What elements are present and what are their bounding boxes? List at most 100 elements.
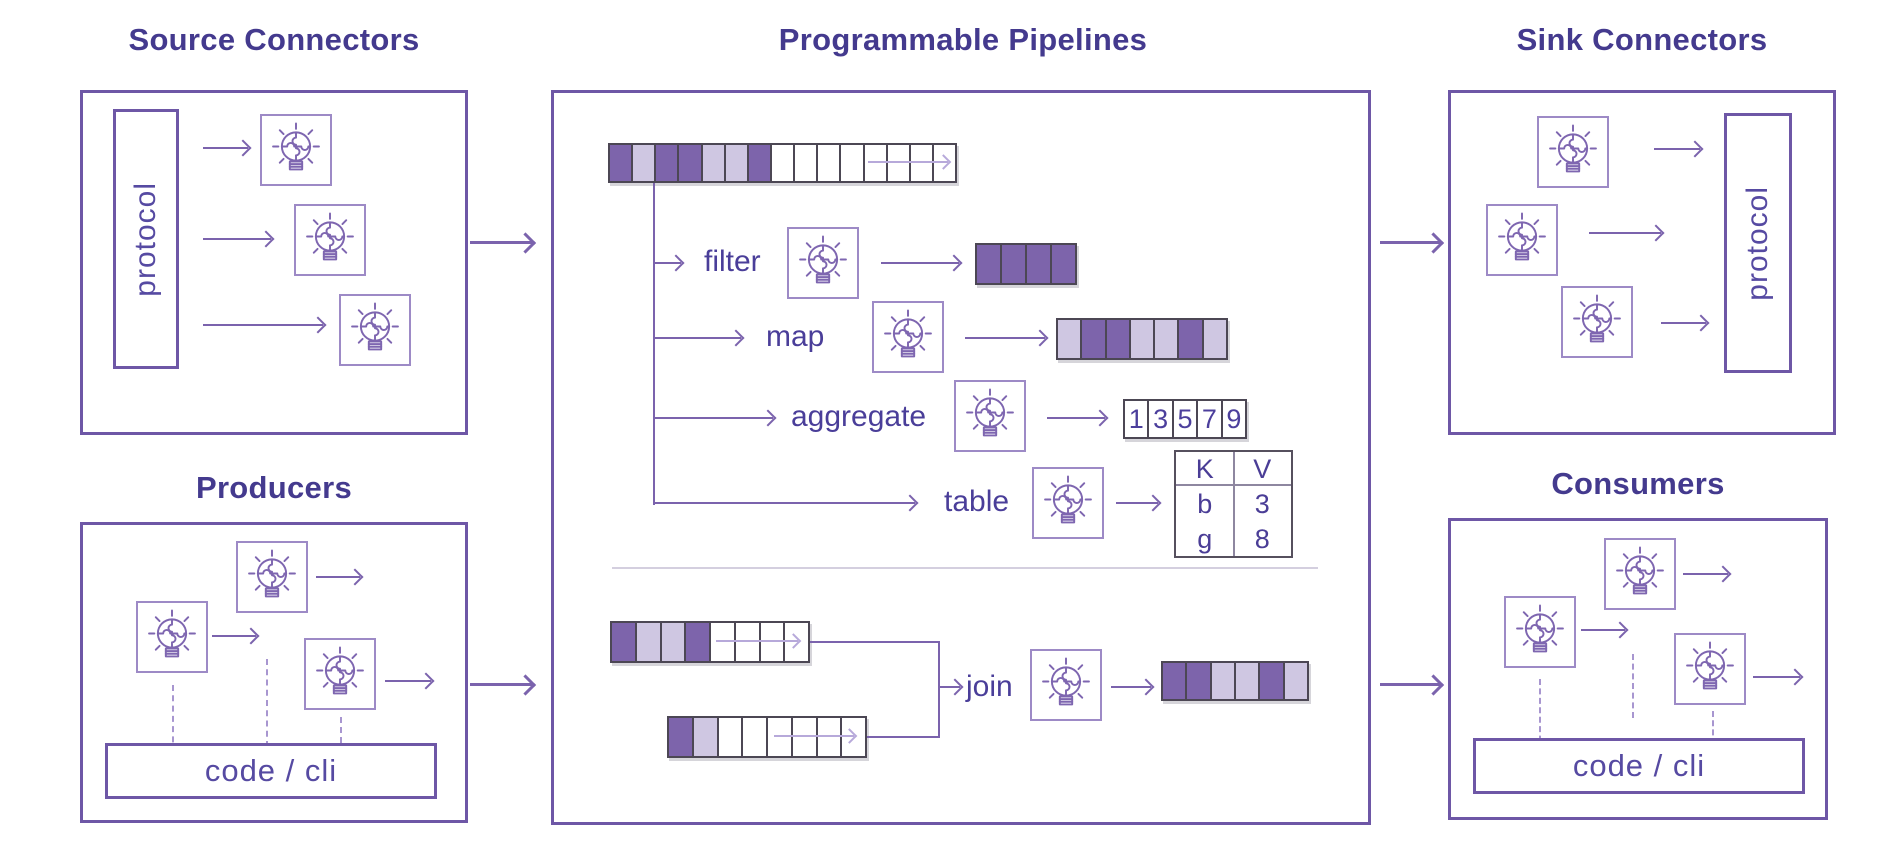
stream-bar-join-output xyxy=(1161,661,1309,701)
value-cell: 1 xyxy=(1125,401,1148,437)
arrow-right-icon xyxy=(1581,629,1625,631)
arrow-right-icon xyxy=(1111,686,1151,688)
join-connector-line xyxy=(867,736,940,738)
arrow-right-icon xyxy=(1380,241,1440,244)
stream-cell-light xyxy=(659,623,685,661)
arrow-right-icon xyxy=(316,576,360,578)
kv-row-key: g xyxy=(1197,523,1213,554)
protocol-box: protocol xyxy=(1724,113,1792,373)
title-source-connectors: Source Connectors xyxy=(128,22,420,57)
stream-cell-white xyxy=(839,145,863,181)
code-cli-label: code / cli xyxy=(1572,748,1706,783)
stream-cell-dark xyxy=(610,145,632,181)
stream-cell-white xyxy=(741,718,766,756)
title-producers: Producers xyxy=(195,470,353,505)
stream-cell-dark xyxy=(1185,663,1210,699)
stream-cell-light xyxy=(1128,320,1154,358)
arrow-right-icon xyxy=(212,635,256,637)
lightbulb-puzzle-icon xyxy=(1504,596,1576,668)
kv-table: K V b 3 g 8 xyxy=(1174,450,1293,558)
arrow-right-icon xyxy=(203,324,323,326)
stream-cell-white xyxy=(885,145,909,181)
value-cell: 7 xyxy=(1196,401,1221,437)
kv-header-divider xyxy=(1176,484,1291,486)
value-cell: 5 xyxy=(1171,401,1197,437)
stream-cell-white xyxy=(862,145,886,181)
producers-box: code / cli xyxy=(80,522,468,823)
lightbulb-puzzle-icon xyxy=(1537,116,1609,188)
stream-cell-white xyxy=(733,623,759,661)
stream-cell-white xyxy=(793,145,817,181)
dashed-connector xyxy=(1712,711,1714,763)
title-programmable-pipelines: Programmable Pipelines xyxy=(778,22,1148,57)
lightbulb-puzzle-icon xyxy=(294,204,366,276)
join-label: join xyxy=(966,670,1013,703)
lightbulb-puzzle-icon xyxy=(872,301,944,373)
arrow-right-icon xyxy=(1380,683,1440,686)
stream-cell-dark xyxy=(654,145,678,181)
lightbulb-puzzle-icon xyxy=(1030,649,1102,721)
kv-row-value: 3 xyxy=(1254,488,1270,519)
stream-cell-dark xyxy=(1177,320,1202,358)
stream-cell-white xyxy=(709,623,734,661)
stream-cell-dark xyxy=(1050,245,1075,283)
branch-trunk-line xyxy=(653,183,655,505)
stream-cell-light xyxy=(700,145,724,181)
arrow-right-icon xyxy=(653,502,915,504)
stream-cell-white xyxy=(816,145,840,181)
stream-bar-filter-output xyxy=(975,243,1077,285)
code-cli-box: code / cli xyxy=(1473,738,1805,794)
sink-connectors-box: protocol xyxy=(1448,90,1836,435)
kv-column-divider xyxy=(1232,452,1235,556)
arrow-right-icon xyxy=(965,337,1045,339)
consumers-box: code / cli xyxy=(1448,518,1828,820)
aggregate-label: aggregate xyxy=(791,400,927,433)
arrow-right-icon xyxy=(203,147,248,149)
stream-cell-light xyxy=(631,145,655,181)
arrow-right-icon xyxy=(1683,573,1728,575)
stream-cell-light xyxy=(1201,320,1226,358)
stream-cell-white xyxy=(758,623,784,661)
title-sink-connectors: Sink Connectors xyxy=(1516,22,1768,57)
lightbulb-puzzle-icon xyxy=(339,294,411,366)
dashed-connector xyxy=(266,659,268,747)
lightbulb-puzzle-icon xyxy=(1604,538,1676,610)
lightbulb-puzzle-icon xyxy=(787,227,859,299)
lightbulb-puzzle-icon xyxy=(304,638,376,710)
arrow-right-icon xyxy=(385,680,431,682)
lightbulb-puzzle-icon xyxy=(1032,467,1104,539)
stream-bar-input xyxy=(608,143,957,183)
kv-header-key: K xyxy=(1195,453,1214,484)
kv-row-value: 8 xyxy=(1254,523,1270,554)
arrow-right-icon xyxy=(470,683,532,686)
arrow-right-icon xyxy=(1654,148,1700,150)
kv-row-key: b xyxy=(1197,488,1213,519)
stream-cell-light xyxy=(1282,663,1307,699)
stream-cell-dark xyxy=(669,718,692,756)
stream-cell-dark xyxy=(684,623,709,661)
arrow-right-icon xyxy=(1661,322,1706,324)
stream-cell-white xyxy=(766,718,791,756)
stream-cell-light xyxy=(1153,320,1178,358)
stream-cell-dark xyxy=(977,245,1000,283)
stream-bar-join-input-top xyxy=(610,621,810,663)
stream-cell-light xyxy=(1209,663,1234,699)
stream-flow-arrow-icon xyxy=(774,735,854,737)
lightbulb-puzzle-icon xyxy=(236,541,308,613)
protocol-box: protocol xyxy=(113,109,179,369)
lightbulb-puzzle-icon xyxy=(260,114,332,186)
arrow-right-icon xyxy=(653,262,681,264)
join-connector-line xyxy=(938,641,940,738)
table-label: table xyxy=(944,485,1010,518)
arrow-right-icon xyxy=(203,238,271,240)
stream-bar-map-output xyxy=(1056,318,1228,360)
arrow-right-icon xyxy=(1047,417,1105,419)
stream-flow-arrow-icon xyxy=(716,640,798,642)
join-connector-line xyxy=(810,641,940,643)
arrow-right-icon xyxy=(470,241,532,244)
stream-cell-light xyxy=(723,145,747,181)
arrow-right-icon xyxy=(653,337,741,339)
stream-cell-white xyxy=(815,718,841,756)
